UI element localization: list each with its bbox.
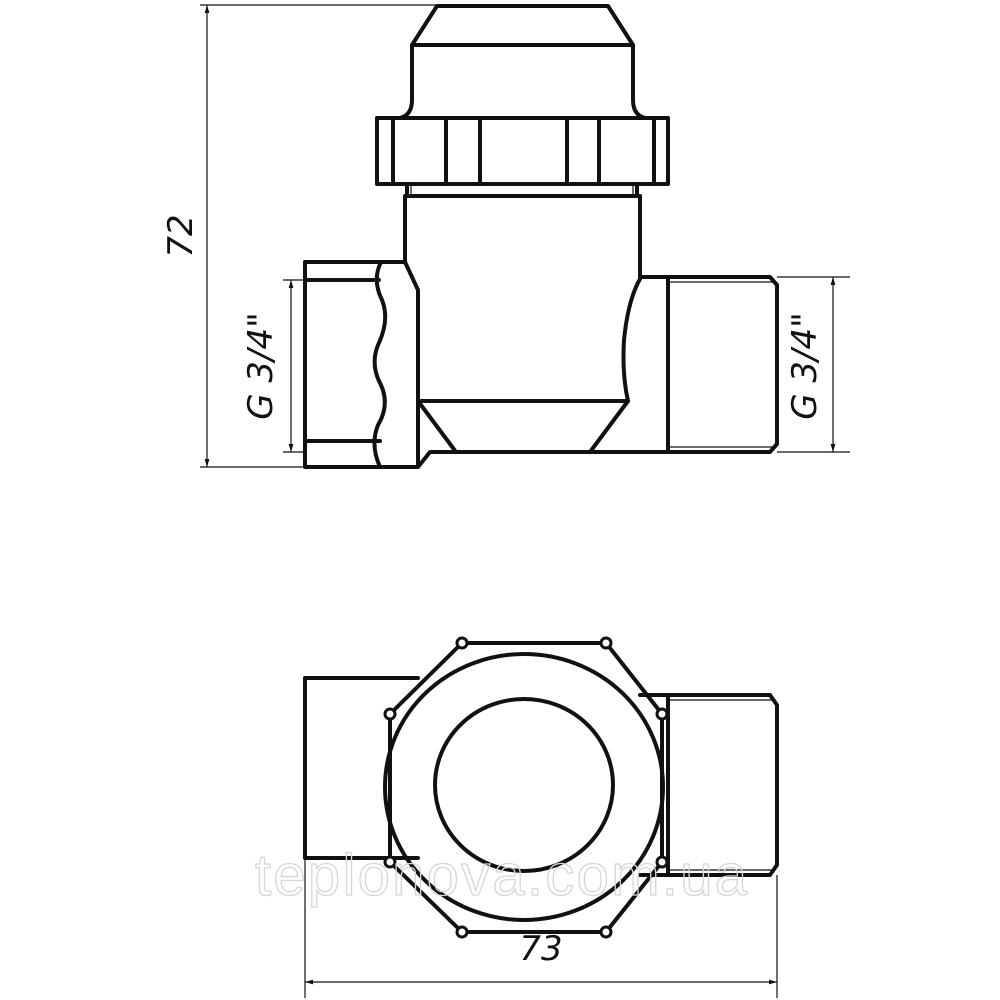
left-thread-label: G 3/4" <box>241 312 281 420</box>
height-dimension: 72 <box>161 4 437 468</box>
inner-bore <box>433 697 615 873</box>
cone <box>416 399 630 454</box>
right-port <box>666 275 779 454</box>
left-thread-dimension: G 3/4" <box>241 279 305 453</box>
width-dimension: 73 <box>304 858 778 998</box>
body-right-break <box>621 277 642 403</box>
body <box>303 194 670 469</box>
union-nut <box>375 116 670 186</box>
side-view <box>303 4 779 469</box>
nut-facets <box>391 116 656 186</box>
nut-corner-bumps <box>383 636 669 939</box>
left-thread-lines <box>303 278 382 443</box>
top-view <box>303 636 779 939</box>
right-thread-dimension: G 3/4" <box>777 276 850 453</box>
outer-ring <box>383 652 665 922</box>
height-dimension-label: 72 <box>161 214 201 257</box>
left-port-top <box>303 676 420 860</box>
right-thread-label: G 3/4" <box>785 312 825 420</box>
width-dimension-label: 73 <box>519 929 562 969</box>
watermark: teplonova.com.ua <box>255 843 748 908</box>
collar <box>405 182 639 198</box>
cap <box>398 4 647 120</box>
right-port-top <box>638 693 779 877</box>
left-port-break <box>372 260 388 469</box>
